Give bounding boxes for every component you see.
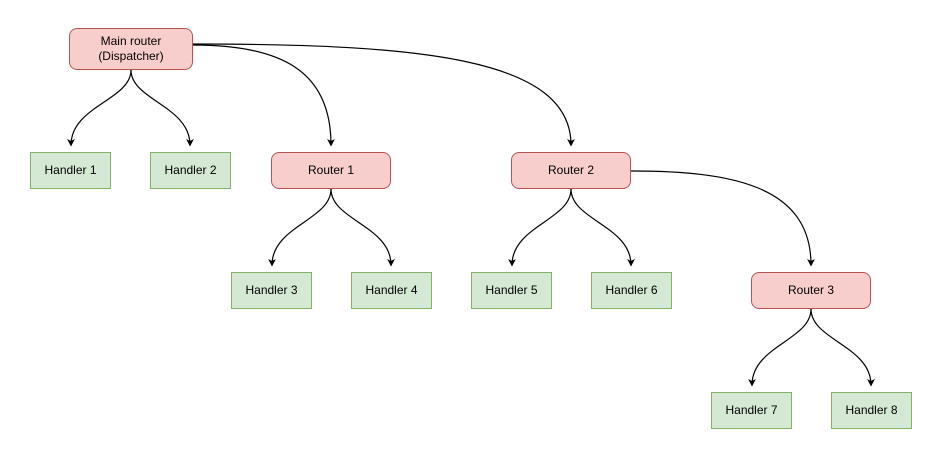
node-label-router2: Router 2 (547, 163, 595, 177)
edge-router2-to-handler6 (570, 188, 635, 267)
edge-router3-to-handler8 (810, 308, 875, 387)
node-label-router1: Router 1 (307, 163, 355, 177)
node-handler4[interactable]: Handler 4 (351, 272, 432, 309)
node-router3[interactable]: Router 3 (751, 272, 871, 309)
node-label-handler2: Handler 2 (164, 163, 217, 177)
node-handler6[interactable]: Handler 6 (591, 272, 672, 309)
node-label-handler4: Handler 4 (365, 283, 418, 297)
node-label-main: Main router (Dispatcher) (98, 34, 164, 63)
edge-paths (67, 43, 875, 387)
edge-main-to-handler2 (130, 69, 194, 147)
edge-router1-to-handler3 (268, 188, 332, 267)
node-handler5[interactable]: Handler 5 (471, 272, 552, 309)
node-label-handler7: Handler 7 (725, 403, 778, 417)
node-handler2[interactable]: Handler 2 (150, 152, 231, 189)
node-handler7[interactable]: Handler 7 (711, 392, 792, 429)
node-handler8[interactable]: Handler 8 (831, 392, 912, 429)
node-router1[interactable]: Router 1 (271, 152, 391, 189)
edge-main-to-handler1 (67, 69, 132, 147)
node-handler1[interactable]: Handler 1 (30, 152, 111, 189)
node-label-handler1: Handler 1 (44, 163, 97, 177)
edge-router2-to-handler5 (508, 188, 572, 267)
edge-router2-to-router3 (630, 170, 815, 267)
edge-main-to-router1 (192, 44, 335, 147)
node-handler3[interactable]: Handler 3 (231, 272, 312, 309)
edge-main-to-router2 (192, 43, 575, 147)
node-label-handler6: Handler 6 (605, 283, 658, 297)
edge-router3-to-handler7 (748, 308, 812, 387)
node-label-handler5: Handler 5 (485, 283, 538, 297)
node-label-handler8: Handler 8 (845, 403, 898, 417)
node-router2[interactable]: Router 2 (511, 152, 631, 189)
node-label-handler3: Handler 3 (245, 283, 298, 297)
node-main[interactable]: Main router (Dispatcher) (69, 28, 193, 70)
edge-router1-to-handler4 (330, 188, 395, 267)
node-label-router3: Router 3 (787, 283, 835, 297)
